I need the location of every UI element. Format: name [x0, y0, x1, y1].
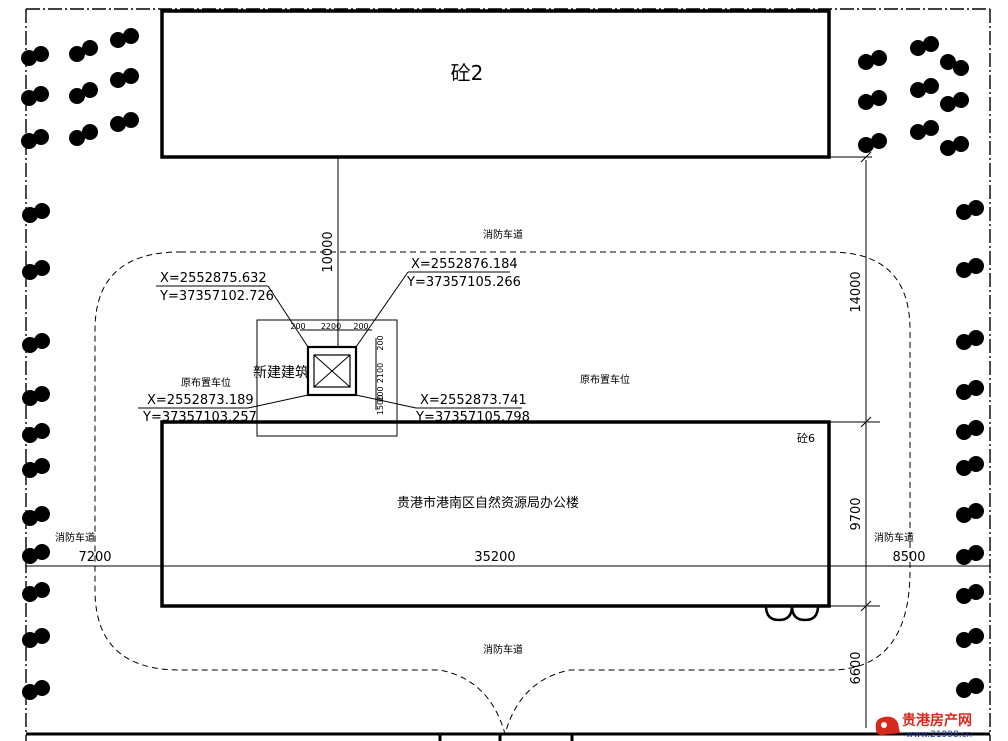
- fire-lane-loop: [94, 251, 911, 736]
- dim-small-2100: 2100: [376, 363, 385, 383]
- building-main: [160, 420, 831, 608]
- watermark-logo: 贵港房产网 www.21998.cn: [872, 709, 1002, 739]
- coordinate-leaders: [138, 271, 522, 409]
- corner-arcs: [764, 605, 820, 622]
- trees-top-left: [21, 28, 139, 149]
- dim-small-200-d: 200: [376, 386, 385, 401]
- coord-br-y: Y=37357105.798: [415, 410, 530, 425]
- new-building-label: 新建建筑: [253, 365, 309, 381]
- road-right-label: 消防车道: [874, 531, 914, 544]
- road-top-label: 消防车道: [483, 228, 523, 241]
- dim-small-200-b: 200: [353, 322, 368, 331]
- dim-9700: 9700: [849, 497, 864, 530]
- building-main-tag: 砼6: [797, 432, 815, 445]
- dim-small-200-c: 200: [376, 335, 385, 350]
- coord-bl-y: Y=37357103.257: [142, 410, 257, 425]
- site-boundary: [25, 8, 991, 741]
- road-left-label: 消防车道: [55, 531, 95, 544]
- new-building-core: [313, 354, 351, 388]
- trees-right-column: [956, 200, 984, 698]
- new-building: [306, 345, 358, 397]
- dim-6600: 6600: [849, 651, 864, 684]
- road-bottom-label: 消防车道: [483, 643, 523, 656]
- watermark-name: 贵港房产网: [902, 712, 972, 729]
- building-top: [160, 9, 831, 159]
- dim-7200: 7200: [78, 550, 111, 565]
- building-top-label: 砼2: [451, 61, 484, 85]
- house-icon: [875, 716, 900, 735]
- bottom-wall-ticks: [438, 734, 574, 741]
- dim-small-2200: 2200: [321, 322, 341, 331]
- parking-right-label: 原布置车位: [580, 373, 630, 386]
- dim-10000: 10000: [321, 231, 336, 272]
- dim-small-1500: 1500: [376, 395, 385, 415]
- trees-top-right: [858, 36, 969, 156]
- dim-small-200-a: 200: [290, 322, 305, 331]
- coord-tr-y: Y=37357105.266: [406, 275, 521, 290]
- dim-8500: 8500: [892, 550, 925, 565]
- parking-left-label: 原布置车位: [181, 376, 231, 389]
- coord-tr-x: X=2552876.184: [411, 257, 518, 272]
- new-building-zone: [256, 319, 398, 437]
- building-main-label: 贵港市港南区自然资源局办公楼: [397, 495, 579, 511]
- right-dim-chain: [829, 151, 880, 728]
- coord-bl-x: X=2552873.189: [147, 393, 254, 408]
- coord-tl-y: Y=37357102.726: [159, 289, 274, 304]
- watermark-url: www.21998.cn: [906, 730, 972, 739]
- dim-35200: 35200: [474, 550, 515, 565]
- coord-tl-x: X=2552875.632: [160, 271, 267, 286]
- coord-br-x: X=2552873.741: [420, 393, 527, 408]
- dim-14000: 14000: [849, 271, 864, 312]
